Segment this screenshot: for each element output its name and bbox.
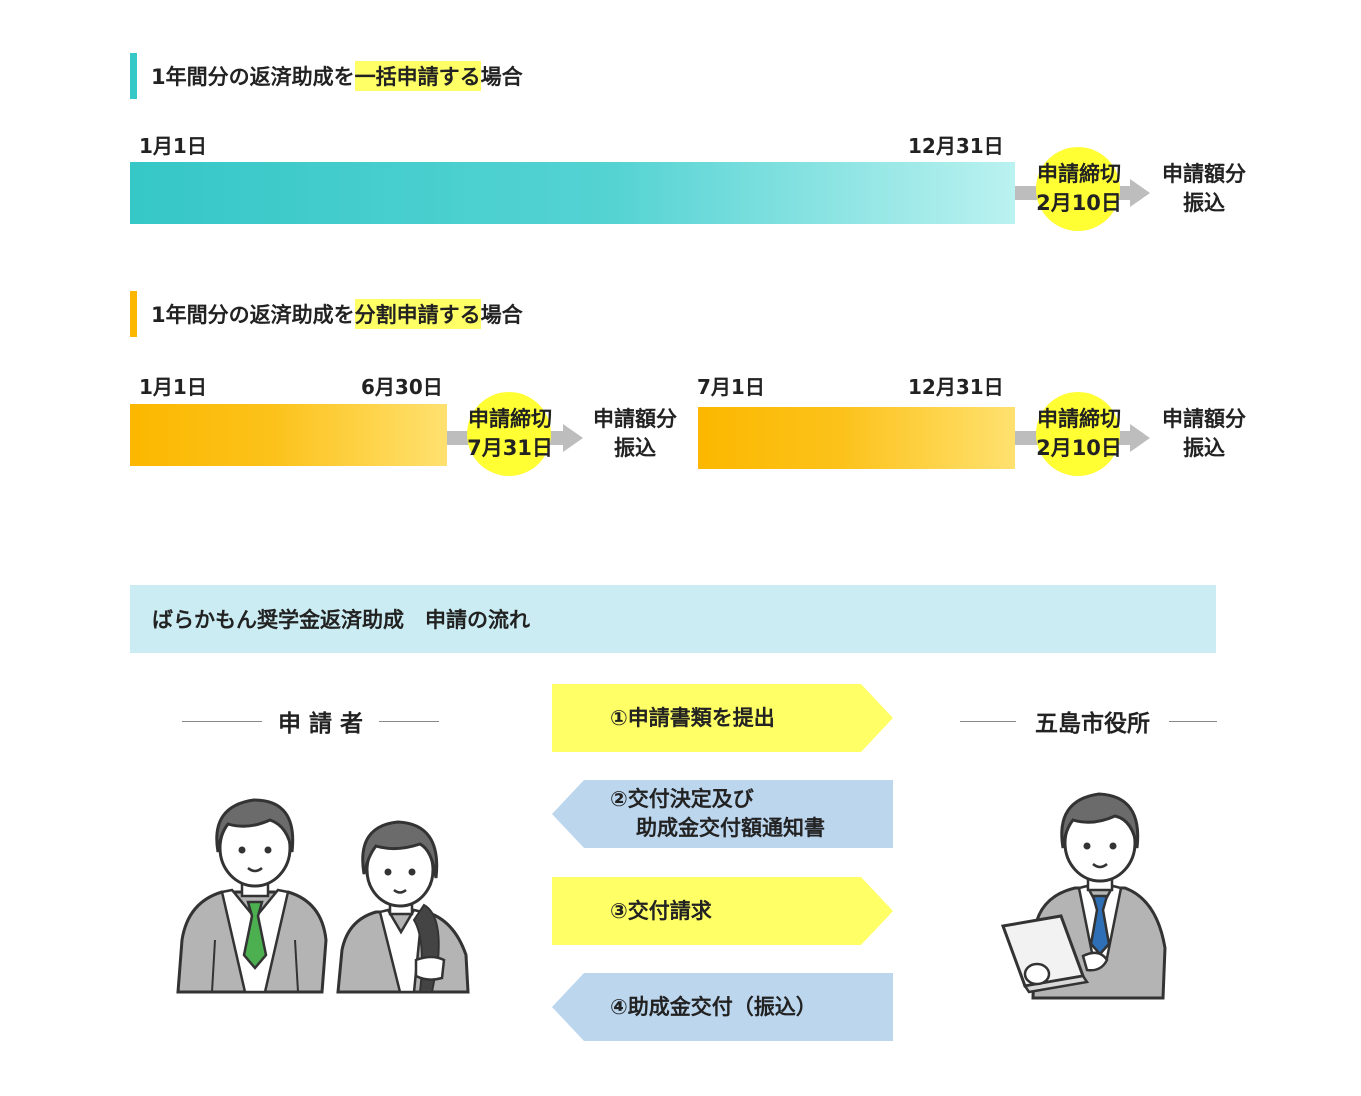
- deadline-date: 7月31日: [467, 436, 553, 460]
- flow-step-1: ①申請書類を提出: [552, 684, 893, 752]
- male-applicant-icon: [176, 798, 328, 994]
- flow-step-2: ②交付決定及び 助成金交付額通知書: [552, 780, 893, 848]
- split-heading: 1年間分の返済助成を分割申請する場合: [130, 291, 523, 337]
- divider: [960, 720, 1016, 722]
- office-header: 五島市役所: [960, 705, 1217, 737]
- divider: [1169, 720, 1217, 722]
- deadline-label: 申請締切 7月31日: [455, 405, 565, 463]
- start-date-label: 1月1日: [139, 375, 207, 399]
- flow-title: ばらかもん奨学金返済助成 申請の流れ: [152, 608, 530, 632]
- deadline-date: 2月10日: [1036, 436, 1122, 460]
- deadline-label: 申請締切 2月10日: [1024, 160, 1134, 218]
- flow-step-4: ④助成金交付（振込）: [552, 973, 893, 1041]
- deadline-highlight-circle: [467, 392, 551, 476]
- step-line1: ②交付決定及び: [610, 787, 754, 811]
- step-line2: 助成金交付額通知書: [636, 816, 825, 840]
- payout-label: 申請額分 振込: [580, 405, 690, 463]
- step-line1: ④助成金交付（振込）: [610, 994, 817, 1019]
- heading-accent-bar: [130, 291, 137, 337]
- applicant-header: 申 請 者: [182, 705, 439, 737]
- heading-text-pre: 1年間分の返済助成を: [151, 303, 355, 327]
- step-line1: ①申請書類を提出: [610, 705, 775, 730]
- payout-label: 申請額分 振込: [1149, 160, 1259, 218]
- deadline-label: 申請締切 2月10日: [1024, 405, 1134, 463]
- lump-sum-heading: 1年間分の返済助成を一括申請する場合: [130, 53, 523, 99]
- applicant-label: 申 請 者: [277, 711, 363, 737]
- start-date-label: 7月1日: [697, 375, 765, 399]
- lump-sum-period-bar: [130, 162, 1015, 224]
- deadline-title: 申請締切: [1037, 407, 1121, 431]
- female-applicant-icon: [336, 820, 470, 994]
- payout-line1: 申請額分: [593, 407, 677, 431]
- applicants-illustration: [176, 798, 470, 994]
- deadline-date: 2月10日: [1036, 191, 1122, 215]
- payout-label: 申請額分 振込: [1149, 405, 1259, 463]
- deadline-highlight-circle: [1036, 147, 1120, 231]
- step-line1: ③交付請求: [610, 898, 712, 923]
- arrow-right-icon: [1130, 424, 1150, 452]
- heading-text-post: 場合: [480, 65, 523, 89]
- heading-accent-bar: [130, 53, 137, 99]
- office-staff-illustration: [1000, 792, 1167, 1000]
- end-date-label: 12月31日: [908, 375, 1004, 399]
- payout-line1: 申請額分: [1162, 407, 1246, 431]
- divider: [379, 720, 439, 722]
- arrow-right-icon: [1130, 179, 1150, 207]
- laptop-icon: [1000, 914, 1090, 994]
- heading-text-post: 場合: [480, 303, 523, 327]
- deadline-highlight-circle: [1036, 392, 1120, 476]
- second-half-period-bar: [698, 407, 1015, 469]
- divider: [182, 720, 262, 722]
- first-half-period-bar: [130, 404, 447, 466]
- heading-highlight: 分割申請する: [354, 299, 481, 329]
- payout-line2: 振込: [1183, 436, 1225, 460]
- payout-line2: 振込: [614, 436, 656, 460]
- deadline-title: 申請締切: [468, 407, 552, 431]
- payout-line1: 申請額分: [1162, 162, 1246, 186]
- arrow-right-icon: [563, 424, 583, 452]
- payout-line2: 振込: [1183, 191, 1225, 215]
- heading-text-pre: 1年間分の返済助成を: [151, 65, 355, 89]
- end-date-label: 12月31日: [908, 134, 1004, 158]
- start-date-label: 1月1日: [139, 134, 207, 158]
- office-staff-icon: [1000, 792, 1167, 1000]
- heading-highlight: 一括申請する: [354, 61, 481, 91]
- deadline-title: 申請締切: [1037, 162, 1121, 186]
- flow-title-banner: ばらかもん奨学金返済助成 申請の流れ: [130, 585, 1216, 653]
- flow-step-3: ③交付請求: [552, 877, 893, 945]
- office-label: 五島市役所: [1035, 711, 1150, 737]
- end-date-label: 6月30日: [361, 375, 443, 399]
